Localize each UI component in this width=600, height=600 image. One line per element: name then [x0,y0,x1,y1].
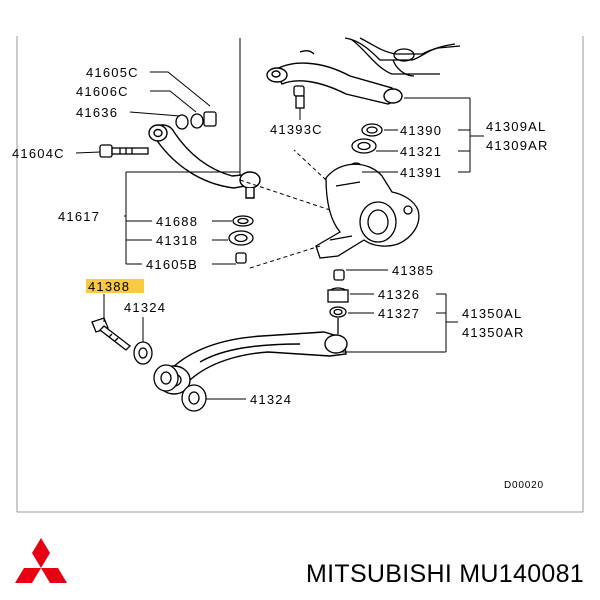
label-41324-top[interactable]: 41324 [124,300,166,315]
label-41309AL[interactable]: 41309AL [486,119,546,134]
label-41327[interactable]: 41327 [378,306,420,321]
leader-lines [75,71,484,400]
brand-part-title: MITSUBISHI MU140081 [306,560,585,588]
lower-arm-illustration [157,331,348,395]
label-41318[interactable]: 41318 [156,233,198,248]
upper-arm-front-illustration [148,124,261,199]
label-41636[interactable]: 41636 [76,105,118,120]
label-41324-bottom[interactable]: 41324 [250,392,292,407]
label-41309AR[interactable]: 41309AR [486,138,549,153]
bolt-41388-illustration [91,317,131,351]
label-41321[interactable]: 41321 [400,144,442,159]
bolt-41393c-illustration [293,85,305,109]
mitsubishi-logo-icon [15,538,67,583]
upper-bushings-illustration [228,215,254,264]
bolt-41604c-illustration [99,144,149,158]
label-41606C[interactable]: 41606C [76,84,129,99]
label-41605B[interactable]: 41605B [146,257,198,272]
label-41391[interactable]: 41391 [400,165,442,180]
washer-41324-illustration [133,341,207,412]
rear-arm-bushings-illustration [349,123,383,174]
label-41688[interactable]: 41688 [156,214,198,229]
label-41326[interactable]: 41326 [378,287,420,302]
lower-joint-parts-illustration [327,269,349,334]
label-41393C[interactable]: 41393C [270,122,323,137]
label-41604C[interactable]: 41604C [12,146,65,161]
steering-knuckle-illustration [315,163,420,259]
label-41385[interactable]: 41385 [392,263,434,278]
washer-nut-top-illustration [175,111,217,130]
diagram-code: D00020 [504,480,544,491]
upper-arm-rear-illustration [266,49,403,105]
label-41350AL[interactable]: 41350AL [462,306,522,321]
label-41605C[interactable]: 41605C [86,65,139,80]
label-41350AR[interactable]: 41350AR [462,325,525,340]
subframe-illustration [344,37,461,77]
label-41617[interactable]: 41617 [58,209,100,224]
label-41390[interactable]: 41390 [400,123,442,138]
dashed-leaders [239,149,331,269]
highlight-41388 [86,279,144,293]
label-41388[interactable]: 41388 [88,279,130,294]
